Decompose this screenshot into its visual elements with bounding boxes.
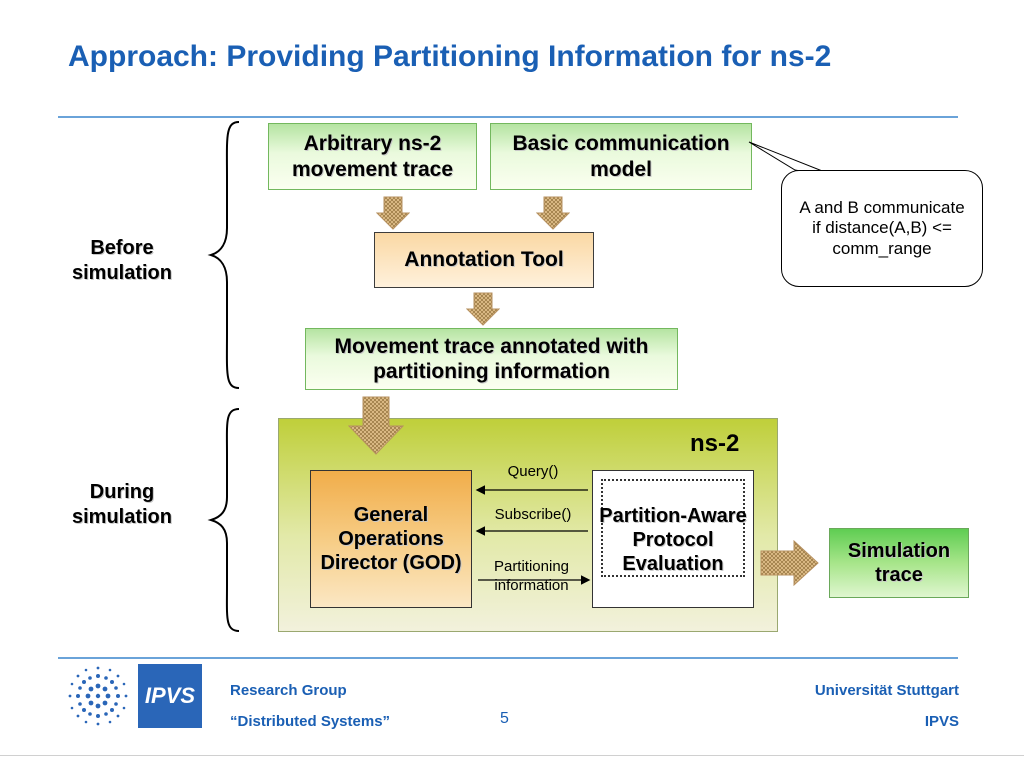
footer-university: Universität Stuttgart xyxy=(814,682,959,699)
ns2-label: ns-2 xyxy=(690,430,740,457)
before-simulation-label: Before simulation xyxy=(71,237,172,284)
during-simulation-label: During simulation xyxy=(71,481,172,528)
arrow-down-icon xyxy=(536,196,570,230)
ipvs-logo-text: IPVS xyxy=(144,683,196,708)
footer-ipvs: IPVS xyxy=(924,713,959,730)
partition-aware-box xyxy=(592,470,754,608)
god-box: General Operations Director (GOD) xyxy=(310,470,472,608)
query-label: Query() xyxy=(507,463,559,480)
footer-research-group: Research Group xyxy=(230,682,347,699)
protocol-dotted-frame xyxy=(601,479,745,577)
university-seal-icon xyxy=(68,666,128,726)
arrow-down-icon xyxy=(376,196,410,230)
simulation-trace-box: Simulation trace xyxy=(829,528,969,598)
message-arrows xyxy=(475,485,591,585)
slide-title: Approach: Providing Partitioning Informa… xyxy=(68,40,832,73)
arrow-right-icon xyxy=(760,540,819,586)
arbitrary-trace-box: Arbitrary ns-2 movement trace xyxy=(268,123,477,190)
annotated-trace-box: Movement trace annotated with partitioni… xyxy=(305,328,678,390)
arrow-down-icon xyxy=(347,396,405,455)
partitioning-info-label: Partitioning information xyxy=(493,558,570,594)
footer-distributed-systems: “Distributed Systems” xyxy=(230,713,391,730)
page-number: 5 xyxy=(500,710,509,727)
during-brace xyxy=(207,408,240,632)
annotation-tool-box: Annotation Tool xyxy=(374,232,594,288)
callout-bubble: A and B communicate if distance(A,B) <= … xyxy=(781,170,983,287)
ipvs-logo: IPVS xyxy=(138,664,202,728)
subscribe-label: Subscribe() xyxy=(494,506,572,523)
partition-aware-label: Partition-Aware Protocol Evaluation xyxy=(599,505,747,575)
title-divider xyxy=(58,116,958,118)
before-brace xyxy=(207,121,240,389)
basic-comm-model-box: Basic communication model xyxy=(490,123,752,190)
footer-divider xyxy=(58,657,958,659)
bottom-edge xyxy=(0,755,1024,756)
arrow-down-icon xyxy=(466,292,500,326)
